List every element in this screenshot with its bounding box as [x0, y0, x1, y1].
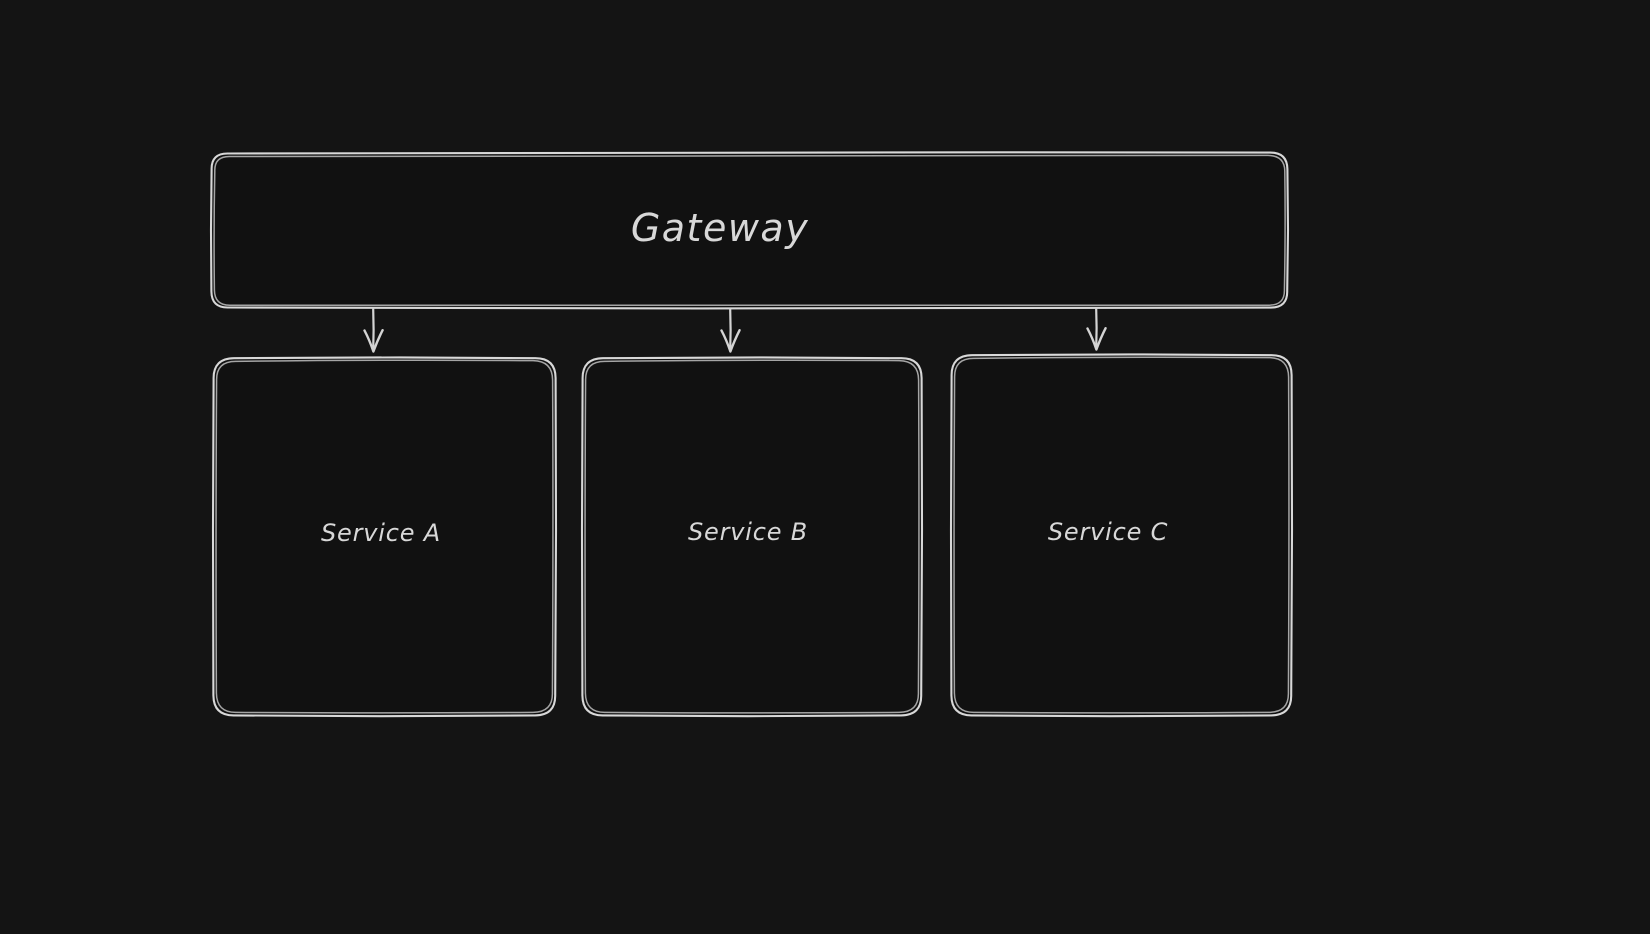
node-gateway-fill	[211, 152, 1288, 308]
node-service-b[interactable]	[580, 356, 924, 718]
node-service-a-fill	[213, 358, 556, 716]
arrowhead-c-icon	[1086, 327, 1107, 351]
node-service-c[interactable]	[949, 353, 1294, 718]
node-service-b-outline	[580, 356, 924, 718]
edge-gateway-to-service-b	[720, 307, 741, 353]
node-label-service-b: Service B	[688, 518, 808, 546]
node-service-c-outline-inner	[953, 356, 1290, 714]
edge-gateway-to-service-c	[1086, 307, 1107, 351]
arrowhead-b-icon	[720, 329, 741, 353]
node-gateway-outline-inner	[213, 154, 1286, 307]
node-service-a-outline	[211, 356, 558, 718]
node-label-gateway: Gateway	[630, 206, 810, 250]
arrowhead-a-icon	[363, 329, 384, 353]
node-label-service-c: Service C	[1047, 518, 1169, 546]
node-service-a-outline-inner	[215, 359, 554, 714]
node-service-b-fill	[582, 358, 922, 716]
node-service-a[interactable]	[211, 356, 558, 718]
node-label-service-a: Service A	[321, 519, 441, 547]
node-gateway-outline	[209, 151, 1290, 310]
node-service-c-fill	[951, 355, 1292, 716]
edge-gateway-to-service-a	[363, 307, 384, 353]
node-gateway[interactable]	[209, 151, 1290, 310]
node-service-c-outline	[949, 353, 1294, 718]
node-service-b-outline-inner	[584, 359, 920, 714]
